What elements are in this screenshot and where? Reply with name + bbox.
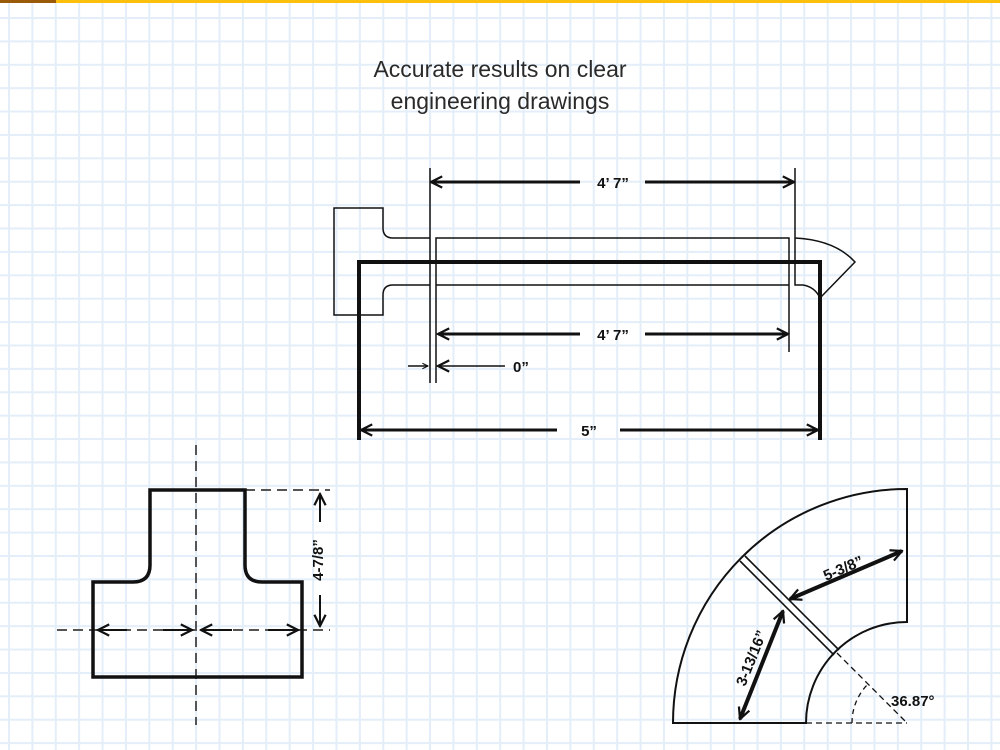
elbow-drawing [671,487,908,724]
inner-dim-arrow [740,611,783,719]
page-title: Accurate results on clear engineering dr… [0,53,1000,117]
tee-drawing [57,445,330,725]
outer-frame [357,260,822,440]
pipe-drawing [333,168,857,440]
tee-height-label: 4-7/8” [310,539,327,581]
angle-arc [851,683,869,724]
top-accent-bar [0,0,1000,3]
middle-dimension-label: 4’ 7” [597,327,629,344]
elbow-divider-a [739,560,835,656]
title-line-2: engineering drawings [390,88,610,114]
outer-dim-arrow [790,551,902,599]
gap-dimension-label: 0” [513,359,529,376]
pipe-body [435,237,790,383]
angle-ray [836,652,908,724]
tee-outline [91,488,304,679]
elbow-outline [671,487,908,724]
top-accent-segment [0,0,56,3]
elbow-divider-b [744,555,840,651]
overall-dimension-label: 5” [581,423,597,440]
extension-line-right [794,168,857,299]
elbow-angle-label: 36.87° [891,693,935,710]
elbow-outer-label: 5-3/8” [821,553,866,585]
title-line-1: Accurate results on clear [373,56,627,82]
flange-outline [333,207,430,316]
top-dimension-label: 4’ 7” [597,175,629,192]
